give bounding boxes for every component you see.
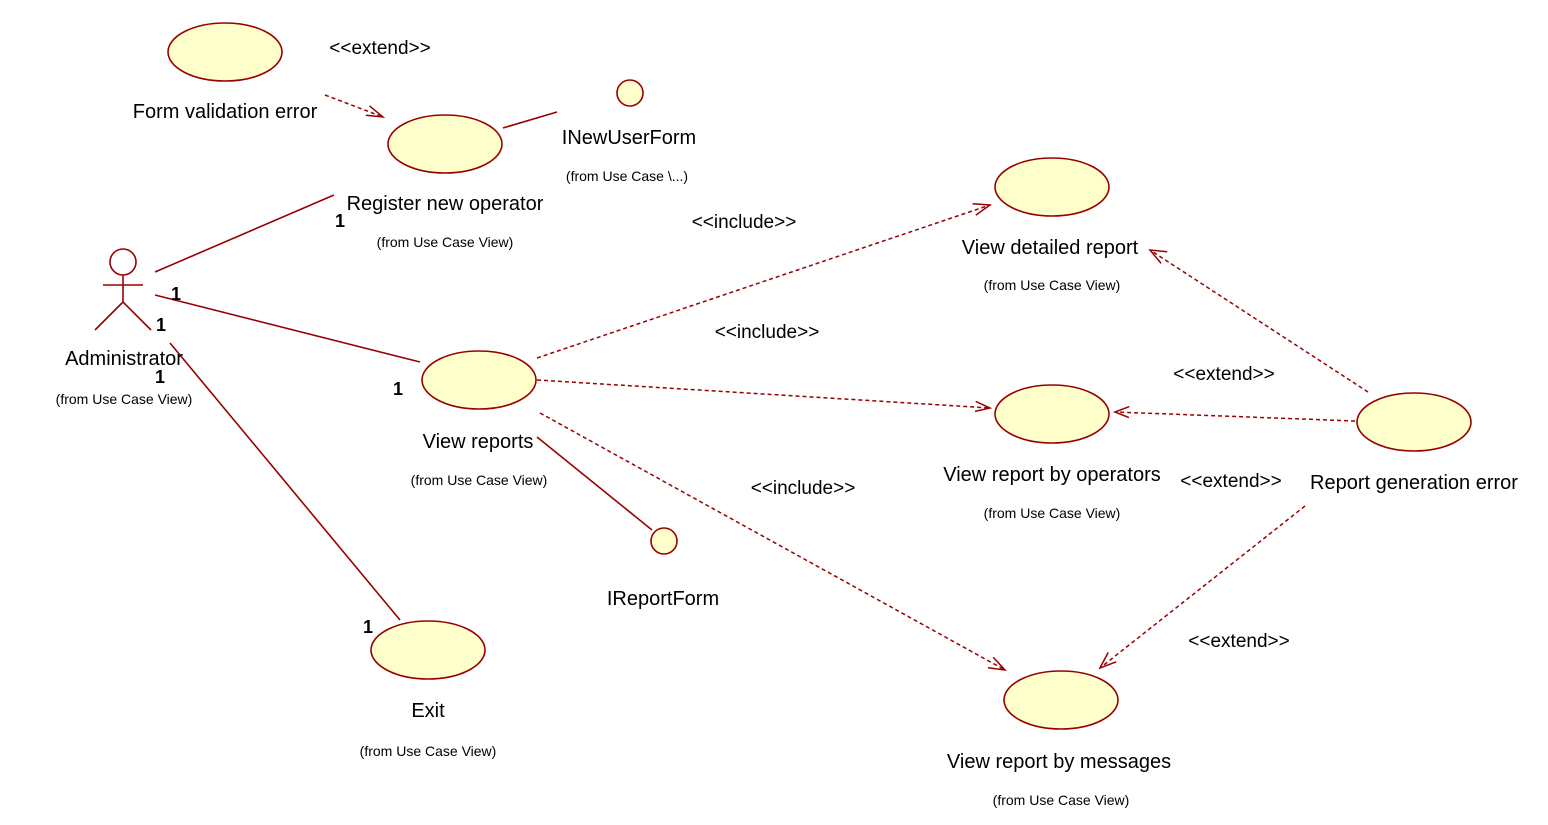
stereotype-include-messages: <<include>> <box>751 478 856 499</box>
inewuserform-interface-icon[interactable] <box>616 79 644 107</box>
report-generation-error-label: Report generation error <box>1310 472 1518 494</box>
ireportform-interface-icon[interactable] <box>650 527 678 555</box>
use-case-register-new-operator[interactable] <box>387 114 503 174</box>
exit-from: (from Use Case View) <box>360 743 497 759</box>
extend-line-detailed <box>1149 249 1369 393</box>
multiplicity-admin-side: 1 <box>156 315 166 335</box>
extend-line-messages <box>1099 505 1306 669</box>
include-line-messages <box>539 412 1006 671</box>
view-reports-label: View reports <box>423 431 534 453</box>
view-detailed-report-label: View detailed report <box>962 237 1139 259</box>
stereotype-include-operators: <<include>> <box>715 322 820 343</box>
multiplicity-register: 1 <box>335 211 345 231</box>
ireportform-label: IReportForm <box>607 588 719 610</box>
use-case-exit[interactable] <box>370 620 486 680</box>
assoc-register-inewuserform <box>502 111 558 129</box>
assoc-admin-exit <box>169 342 401 621</box>
include-line-detailed <box>536 204 991 359</box>
use-case-view-detailed-report[interactable] <box>994 157 1110 217</box>
stereotype-extend-detailed: <<extend>> <box>1173 364 1274 385</box>
use-case-report-generation-error[interactable] <box>1356 392 1472 452</box>
use-case-view-reports[interactable] <box>421 350 537 410</box>
arrowhead-extend-operators <box>1112 405 1130 419</box>
extend-line-operators <box>1114 411 1356 422</box>
stereotype-extend-messages: <<extend>> <box>1188 631 1289 652</box>
assoc-viewreports-ireportform <box>536 436 653 531</box>
multiplicity-view-reports: 1 <box>393 379 403 399</box>
actor-left-leg <box>94 301 124 331</box>
arrowhead-extend-detailed <box>1148 249 1168 264</box>
assoc-admin-view-reports <box>154 294 421 363</box>
arrowhead-include-operators <box>974 400 993 413</box>
view-report-by-operators-label: View report by operators <box>943 464 1161 486</box>
multiplicity-exit: 1 <box>363 617 373 637</box>
arrowhead-include-messages <box>987 656 1007 672</box>
arrowhead-form-validation <box>365 105 386 118</box>
use-case-form-validation-error[interactable] <box>167 22 283 82</box>
register-new-operator-from: (from Use Case View) <box>377 234 514 250</box>
multiplicity-admin-exit: 1 <box>155 367 165 387</box>
view-reports-from: (from Use Case View) <box>411 472 548 488</box>
arrowhead-extend-messages <box>1098 652 1117 670</box>
view-report-by-messages-from: (from Use Case View) <box>993 792 1130 808</box>
actor-from: (from Use Case View) <box>56 391 193 407</box>
view-detailed-report-from: (from Use Case View) <box>984 277 1121 293</box>
register-new-operator-label: Register new operator <box>347 193 544 215</box>
assoc-admin-register <box>154 194 335 273</box>
exit-label: Exit <box>411 700 445 722</box>
actor-name: Administrator <box>65 348 183 370</box>
multiplicity-admin-view-reports: 1 <box>171 284 181 304</box>
stereotype-include-detailed: <<include>> <box>692 212 797 233</box>
extend-line-form-validation <box>324 94 384 118</box>
actor-right-leg <box>122 301 152 331</box>
administrator-actor[interactable] <box>94 248 152 331</box>
use-case-view-report-by-messages[interactable] <box>1003 670 1119 730</box>
inewuserform-label: INewUserForm <box>562 127 696 149</box>
form-validation-error-label: Form validation error <box>133 101 318 123</box>
inewuserform-from: (from Use Case \...) <box>566 168 688 184</box>
use-case-view-report-by-operators[interactable] <box>994 384 1110 444</box>
view-report-by-messages-label: View report by messages <box>947 751 1171 773</box>
include-line-operators <box>536 379 991 409</box>
arrowhead-include-detailed <box>972 203 993 216</box>
actor-head <box>109 248 137 276</box>
stereotype-extend-form-validation: <<extend>> <box>329 38 430 59</box>
stereotype-extend-operators: <<extend>> <box>1180 471 1281 492</box>
view-report-by-operators-from: (from Use Case View) <box>984 505 1121 521</box>
